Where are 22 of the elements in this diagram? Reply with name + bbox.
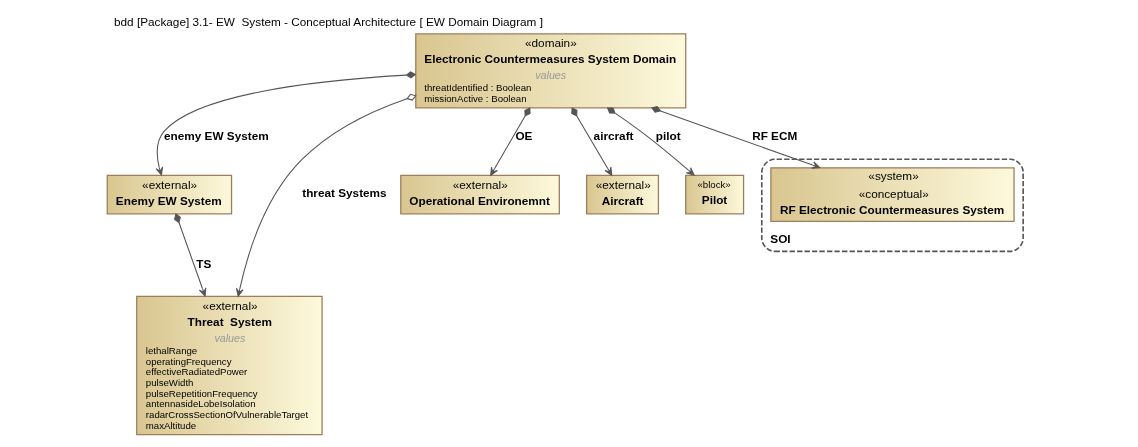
node-box: «external» Enemy EW System	[106, 174, 232, 215]
arrow	[650, 106, 820, 169]
edge-label: pilot	[655, 128, 681, 142]
edge-label: enemy EW System	[163, 128, 269, 142]
arrow	[570, 107, 612, 176]
arrow	[606, 107, 695, 176]
node-box: «external» Aircraft	[585, 174, 659, 215]
edge-label: aircraft	[593, 128, 634, 142]
edge-label: threat Systems	[301, 185, 387, 199]
diagram-title: bdd [Package] 3.1- EW System - Conceptual Architecture [ EW Domain Diagram ]	[113, 15, 543, 29]
node-box: «domain» Electronic Countermeasures System Domain values threatIdentified : Boolean missionActive : Boolean	[414, 33, 686, 109]
arrow	[173, 213, 206, 297]
node-box: «system» «conceptual» RF Electronic Countermeasures System	[769, 167, 1015, 222]
node-box: «external» Threat System values lethalRange operatingFrequency effectiveRadiatedPower pulseWidth pulseRepetitionFrequency antennasideLobeIsolation radarCrossSectionOfVulnerableTarget maxAltitude	[135, 295, 323, 436]
edge-label: RF ECM	[751, 128, 797, 142]
arrow	[155, 71, 416, 176]
node-box: «block» Pilot	[684, 174, 744, 215]
arrow	[489, 107, 531, 176]
edge-label: TS	[195, 257, 211, 271]
arrow	[235, 93, 417, 297]
edge-label: OE	[514, 128, 532, 142]
node-box: «external» Operational Environemnt	[399, 174, 560, 215]
